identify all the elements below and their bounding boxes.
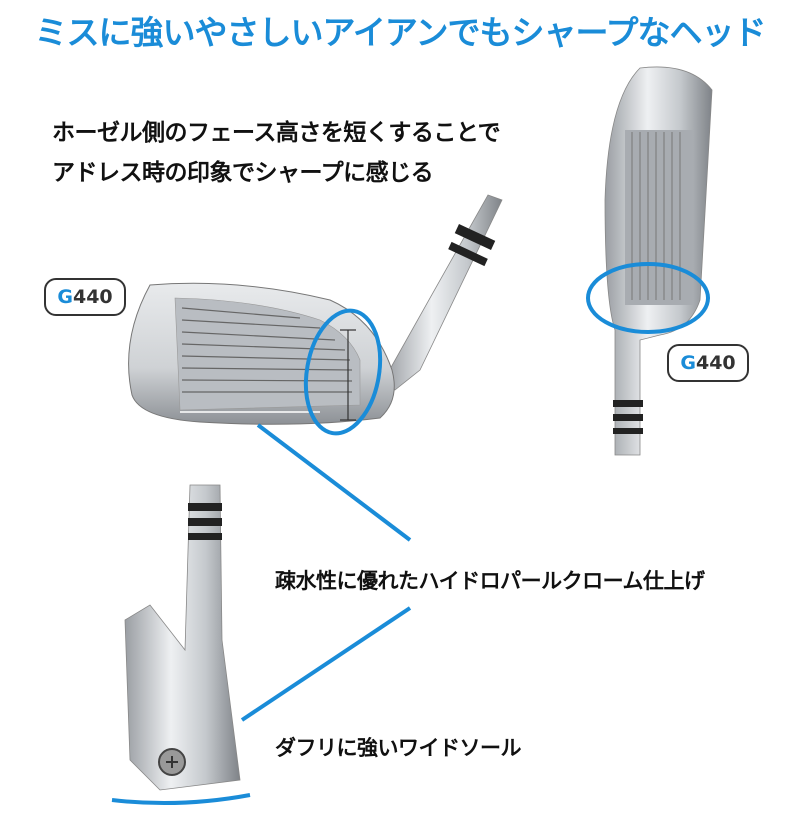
iron-sole-view: [111, 484, 251, 806]
page-title: ミスに強いやさしいアイアンでもシャープなヘッド: [34, 13, 766, 52]
logo-model: 440: [695, 352, 736, 374]
sole-underline: [111, 793, 251, 806]
logo-letter: G: [680, 352, 696, 374]
sole-caption: ダフリに強いワイドソール: [275, 736, 522, 760]
logo-letter: G: [57, 286, 73, 308]
face-height-description: ホーゼル側のフェース高さを短くすることで アドレス時の印象でシャープに感じる: [52, 113, 501, 193]
iron-address-view: [586, 66, 713, 456]
description-line-1: ホーゼル側のフェース高さを短くすることで: [52, 120, 501, 146]
hosel-highlight-circle: [303, 308, 383, 436]
finish-caption: 疎水性に優れたハイドロパールクローム仕上げ: [275, 569, 705, 593]
pointer-line-sole: [240, 606, 412, 722]
logo-model: 440: [72, 286, 113, 308]
description-line-2: アドレス時の印象でシャープに感じる: [52, 160, 434, 186]
pointer-line-finish: [256, 423, 412, 542]
iron-face-view: [128, 194, 503, 436]
hosel-highlight-circle-top: [586, 262, 710, 334]
